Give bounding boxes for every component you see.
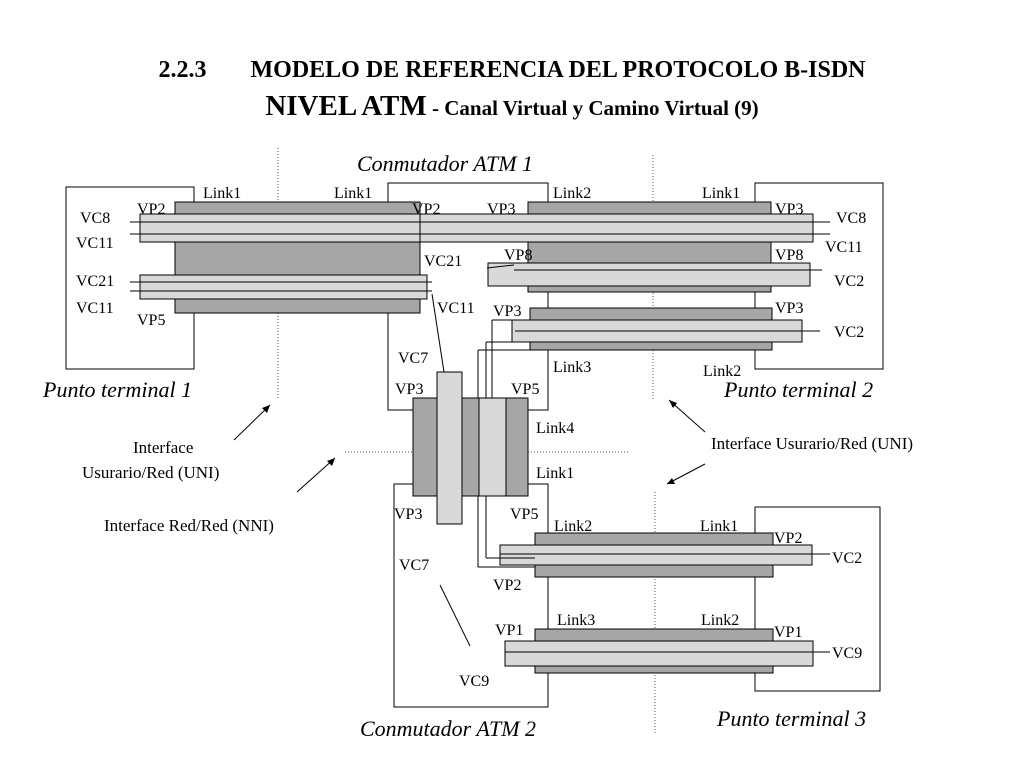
slide-heading: 2.2.3 MODELO DE REFERENCIA DEL PROTOCOLO … — [0, 57, 1024, 84]
label-t1-link1: Link1 — [203, 185, 241, 202]
label-s1-vp2: VP2 — [412, 201, 440, 218]
label-t1-vc21: VC21 — [76, 273, 114, 290]
label-s1-vc11: VC11 — [437, 300, 475, 317]
subheading-rest: - Canal Virtual y Camino Virtual (9) — [432, 96, 759, 120]
label-t2-vp8: VP8 — [775, 247, 803, 264]
label-t2-vp3b: VP3 — [775, 300, 803, 317]
vp2-tube-left — [139, 213, 428, 243]
label-s1-link2: Link2 — [553, 185, 591, 202]
caption-switch2: Conmutador ATM 2 — [360, 716, 536, 741]
vc21-switch-line — [486, 264, 515, 269]
subheading-main: NIVEL ATM — [265, 90, 427, 122]
uni-left-label-1: Interface — [133, 438, 193, 457]
heading-text: MODELO DE REFERENCIA DEL PROTOCOLO B-ISD… — [250, 57, 866, 83]
slide-subheading: NIVEL ATM - Canal Virtual y Camino Virtu… — [0, 90, 1024, 123]
label-t1-vc8: VC8 — [80, 210, 110, 227]
label-s1-link3: Link3 — [553, 359, 591, 376]
label-s1-vp3b: VP3 — [493, 303, 521, 320]
vp8-tube — [487, 262, 811, 287]
label-s1-vc21: VC21 — [424, 253, 462, 270]
caption-switch1: Conmutador ATM 1 — [357, 151, 533, 176]
label-t1-vp2: VP2 — [137, 201, 165, 218]
label-t2-vc8: VC8 — [836, 210, 866, 227]
label-s2-vp2: VP2 — [493, 577, 521, 594]
label-s2-vp5: VP5 — [510, 506, 538, 523]
nni-arrow — [296, 457, 336, 493]
vc9-diagonal — [439, 584, 471, 647]
label-t3-vc9: VC9 — [832, 645, 862, 662]
uni-left-label-2: Usurario/Red (UNI) — [82, 463, 219, 482]
vc11-diagonal — [431, 293, 445, 373]
label-t3-vc2: VC2 — [832, 550, 862, 567]
label-s1-vc7: VC7 — [398, 350, 428, 367]
label-s1-vp3c: VP3 — [395, 381, 423, 398]
caption-terminal2: Punto terminal 2 — [723, 377, 873, 402]
vp2-lower-tube — [499, 544, 813, 566]
label-s2-vp3: VP3 — [394, 506, 422, 523]
section-number: 2.2.3 — [158, 57, 207, 83]
label-t2-vp3a: VP3 — [775, 201, 803, 218]
vp3-tube-right — [419, 213, 814, 243]
switch2-vp-block — [412, 397, 529, 497]
caption-terminal3: Punto terminal 3 — [716, 706, 866, 731]
label-s2-vp1: VP1 — [495, 622, 523, 639]
label-s2-vc7: VC7 — [399, 557, 429, 574]
label-t1-vp5: VP5 — [137, 312, 165, 329]
label-t3-vp2: VP2 — [774, 530, 802, 547]
uni-right-arrowhead-up — [669, 400, 677, 408]
label-t1-vc11b: VC11 — [76, 300, 114, 317]
label-s2-vc9: VC9 — [459, 673, 489, 690]
nni-label: Interface Red/Red (NNI) — [104, 516, 274, 535]
label-t1-vc11a: VC11 — [76, 235, 114, 252]
label-s1-vp3a: VP3 — [487, 201, 515, 218]
label-t2-vc11: VC11 — [825, 239, 863, 256]
label-s1-vp8: VP8 — [504, 247, 532, 264]
label-t3-link1: Link1 — [700, 518, 738, 535]
label-t2-vc2b: VC2 — [834, 324, 864, 341]
vc7-tube — [436, 371, 463, 525]
uni-left-arrowhead — [262, 405, 270, 413]
label-t2-vc2a: VC2 — [834, 273, 864, 290]
label-s1-vp5: VP5 — [511, 381, 539, 398]
uni-right-label: Interface Usurario/Red (UNI) — [711, 434, 913, 453]
uni-right-arrowhead-down — [667, 478, 675, 484]
label-s2-link1: Link1 — [536, 465, 574, 482]
vp1-tube — [504, 640, 814, 667]
label-s2-link4: Link4 — [536, 420, 574, 437]
caption-terminal1: Punto terminal 1 — [42, 377, 192, 402]
label-t2-link2: Link2 — [703, 363, 741, 380]
nni-arrowhead — [327, 458, 335, 466]
label-t3-link2: Link2 — [701, 612, 739, 629]
label-s1-link1: Link1 — [334, 185, 372, 202]
vp5-tube — [478, 397, 507, 497]
label-t2-link1: Link1 — [702, 185, 740, 202]
uni-left-arrow — [233, 404, 271, 441]
vp5-tube-left — [139, 274, 428, 300]
label-s2-link3: Link3 — [557, 612, 595, 629]
label-t3-vp1: VP1 — [774, 624, 802, 641]
label-s2-link2: Link2 — [554, 518, 592, 535]
